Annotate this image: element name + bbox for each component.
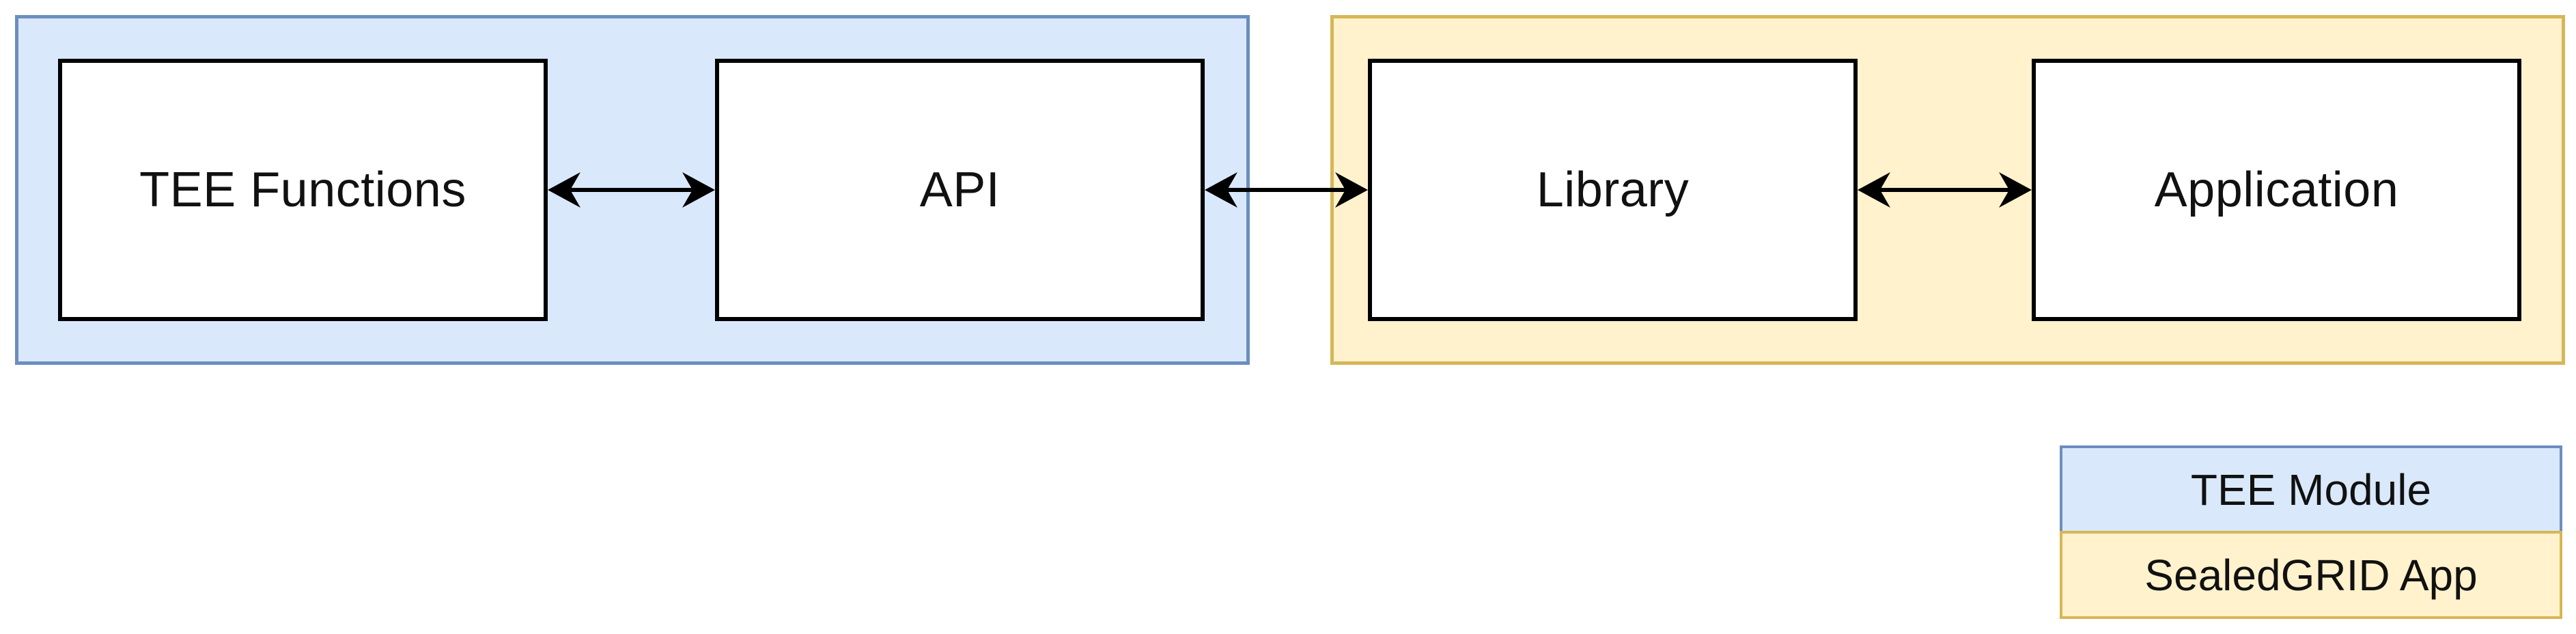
library-label: Library — [1536, 163, 1690, 217]
legend: TEE Module SealedGRID App — [2060, 445, 2562, 619]
tee-functions-box: TEE Functions — [58, 59, 548, 321]
api-label: API — [919, 163, 1000, 217]
double-arrow-api-library — [1205, 172, 1368, 208]
application-label: Application — [2154, 163, 2399, 217]
application-box: Application — [2032, 59, 2521, 321]
tee-functions-label: TEE Functions — [139, 163, 466, 217]
api-box: API — [715, 59, 1205, 321]
legend-item-tee-module: TEE Module — [2060, 445, 2562, 534]
double-arrow-library-application — [1858, 172, 2032, 208]
legend-item-sealedgrid-app: SealedGRID App — [2060, 531, 2562, 619]
double-arrow-tee-functions-api — [548, 172, 715, 208]
library-box: Library — [1368, 59, 1858, 321]
